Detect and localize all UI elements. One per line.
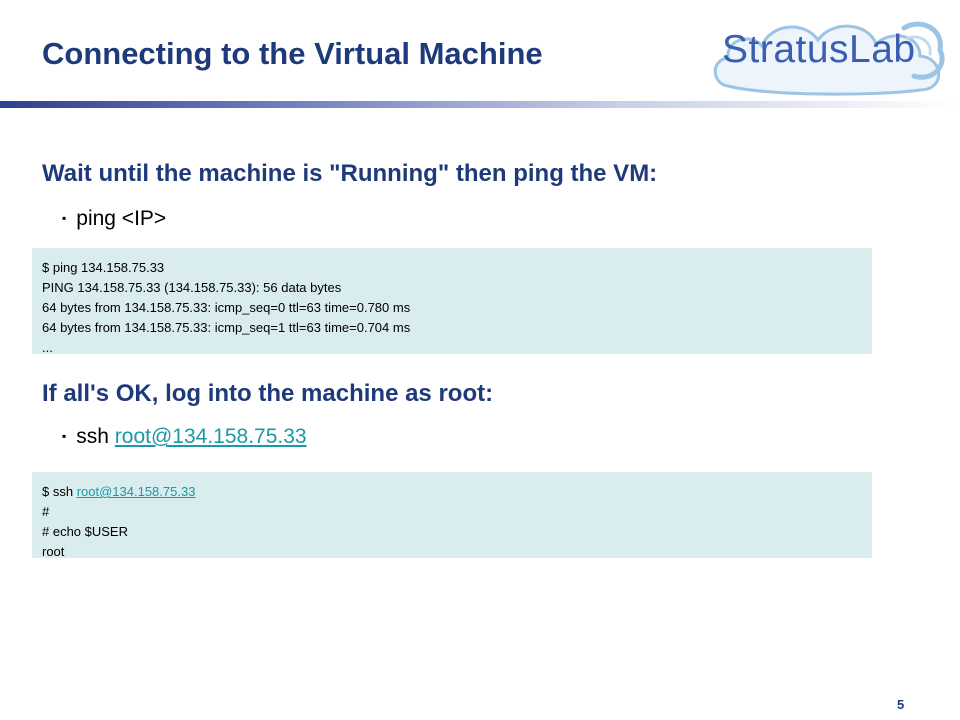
stratuslab-logo: StratusLab [708, 8, 948, 104]
ssh-bullet: ▪ ssh root@134.158.75.33 [62, 425, 307, 449]
console-line: # echo $USER [42, 524, 128, 539]
logo-text: StratusLab [722, 28, 916, 71]
square-bullet-icon: ▪ [62, 429, 67, 443]
console-prefix: $ ssh [42, 484, 77, 499]
console-line: $ ping 134.158.75.33 [42, 260, 165, 275]
console-line: root [42, 544, 65, 559]
console-line: PING 134.158.75.33 (134.158.75.33): 56 d… [42, 280, 342, 295]
ssh-section-heading: If all's OK, log into the machine as roo… [42, 380, 494, 407]
ssh-bullet-prefix: ssh [76, 425, 115, 448]
ssh-console: $ ssh root@134.158.75.33 # # echo $USER … [32, 472, 872, 559]
ssh-address-link[interactable]: root@134.158.75.33 [114, 425, 307, 448]
square-bullet-icon: ▪ [62, 211, 67, 225]
console-line: 64 bytes from 134.158.75.33: icmp_seq=0 … [42, 300, 411, 315]
console-line: 64 bytes from 134.158.75.33: icmp_seq=1 … [42, 320, 411, 335]
console-line: # [42, 504, 50, 519]
ping-section-heading: Wait until the machine is "Running" then… [42, 160, 658, 187]
console-line: $ ssh root@134.158.75.33 [42, 482, 862, 502]
ping-bullet: ▪ ping <IP> [62, 207, 166, 231]
cloud-logo-icon [713, 21, 945, 96]
title-divider [0, 101, 960, 108]
ping-bullet-text: ping <IP> [76, 207, 167, 230]
page-number: 5 [897, 697, 905, 712]
console-line: ... [42, 340, 53, 355]
slide-title: Connecting to the Virtual Machine [42, 36, 543, 71]
ping-console: $ ping 134.158.75.33 PING 134.158.75.33 … [32, 248, 872, 355]
console-address-link[interactable]: root@134.158.75.33 [76, 484, 196, 499]
